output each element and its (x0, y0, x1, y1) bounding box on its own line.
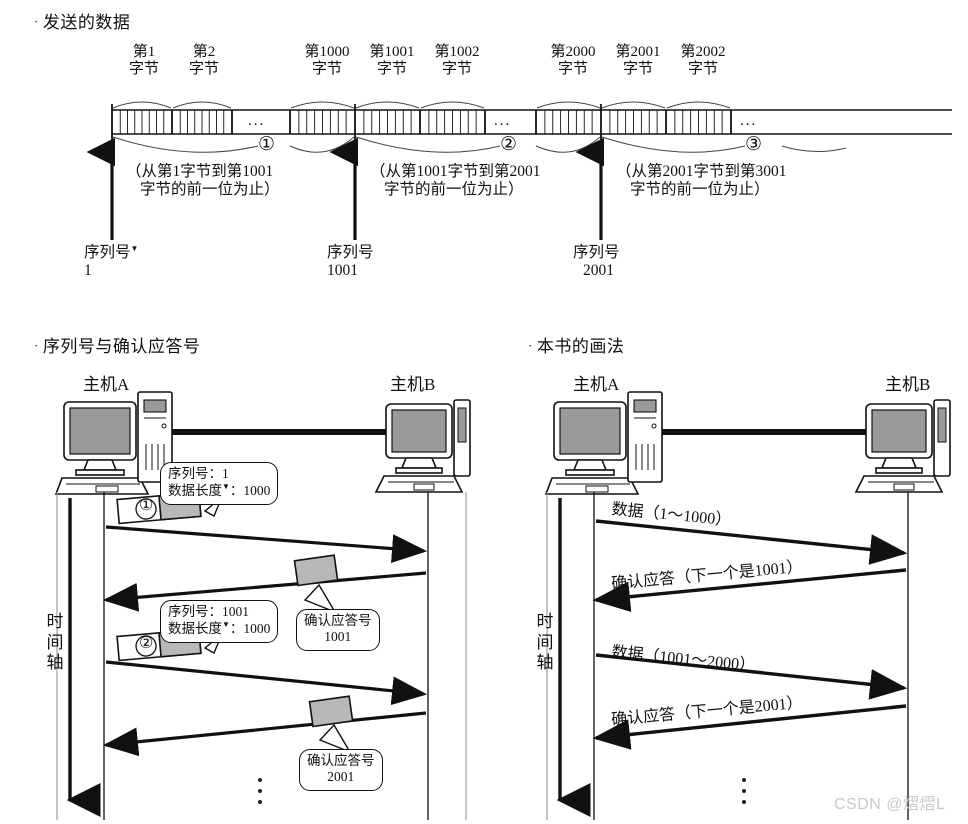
time-axis-char: 轴 (536, 653, 554, 673)
byte-label-top: 第2000 (550, 44, 596, 60)
left-host-b-label: 主机B (390, 375, 436, 394)
seq-number-3: 序列号 2001 (573, 244, 620, 281)
section-title-seq-ack: ·序列号与确认应答号 (34, 332, 200, 357)
byte-label-bottom: 字节 (311, 60, 342, 77)
ack-bubble-value: 2001 (327, 769, 355, 785)
segment-note-line2: 字节的前一位为止） (630, 181, 770, 199)
time-axis-char: 间 (536, 632, 554, 652)
time-axis-char: 轴 (46, 653, 64, 673)
right-continuation-dots (742, 778, 746, 804)
time-axis-char: 时 (46, 612, 64, 631)
left-diagram-canvas (54, 391, 471, 820)
seq-number-2: 序列号 1001 (327, 244, 374, 281)
seq-number-value: 1001 (327, 262, 358, 280)
segment-note-line2: 字节的前一位为止） (384, 181, 524, 199)
segment-marker-1: ① (258, 134, 276, 155)
bubble-len-label: 数据长度 (168, 483, 222, 499)
left-host-a-label: 主机A (83, 375, 130, 394)
segment-note-line2: 字节的前一位为止） (140, 181, 280, 199)
bubble-len-line: 数据长度▼：1000 (168, 482, 270, 499)
section-title-text: 发送的数据 (42, 13, 131, 32)
section-title-text: 本书的画法 (536, 337, 625, 356)
byte-label-b2001: 第2001 字节 (607, 44, 669, 77)
byte-label-b2: 第2 字节 (178, 44, 230, 77)
seq-number-1: 序列号▼ 1 (84, 244, 138, 281)
left-packet-bubble-2: 序列号：1001 数据长度▼：1000 (160, 600, 279, 643)
right-host-b-label: 主机B (885, 375, 931, 394)
left-packet-bubble-1: 序列号：1 数据长度▼：1000 (160, 462, 279, 505)
ack-bubble-value: 1001 (324, 629, 352, 645)
segment-marker-3: ③ (745, 134, 763, 155)
bullet-icon: · (34, 338, 39, 353)
byte-label-top: 第1 (132, 44, 156, 60)
byte-label-top: 第1000 (304, 44, 350, 60)
footnote-triangle-icon: ▼ (222, 620, 230, 630)
seq-number-label: 序列号 (327, 244, 374, 261)
left-continuation-dots (258, 778, 262, 804)
ack-bubble-label: 确认应答号 (304, 613, 372, 628)
segment-note-line1: （从第2001字节到第3001 (616, 163, 787, 180)
watermark: CSDN @熠熠L (834, 796, 946, 813)
bubble-len-value: ：1000 (229, 621, 271, 637)
segment-note-line1: （从第1001字节到第2001 (370, 163, 541, 180)
left-ack-bubble-1: 确认应答号 1001 (296, 609, 380, 651)
byte-ruler-ellipsis-2: ... (494, 113, 512, 129)
byte-label-bottom: 字节 (557, 60, 588, 77)
section-title-book-style: ·本书的画法 (528, 332, 624, 357)
bullet-icon: · (528, 338, 533, 353)
seq-number-label: 序列号 (573, 244, 620, 261)
segment-note-1: （从第1字节到第1001 字节的前一位为止） (126, 163, 280, 200)
bubble-len-value: ：1000 (229, 483, 271, 499)
byte-label-bottom: 字节 (188, 60, 219, 77)
byte-label-top: 第1001 (369, 44, 415, 60)
seq-number-label: 序列号 (84, 244, 131, 261)
byte-label-top: 第2001 (615, 44, 661, 60)
seq-number-label-row: 序列号▼ (84, 244, 138, 262)
right-host-a-label: 主机A (573, 375, 620, 394)
segment-note-3: （从第2001字节到第3001 字节的前一位为止） (616, 163, 787, 200)
right-diagram-canvas (544, 391, 951, 820)
byte-ruler-strip (111, 101, 952, 153)
byte-ruler-ellipsis-1: ... (248, 113, 266, 129)
byte-label-bottom: 字节 (441, 60, 472, 77)
left-packet-marker-2: ② (139, 635, 154, 652)
byte-label-bottom: 字节 (687, 60, 718, 77)
segment-note-line1: （从第1字节到第1001 (126, 163, 274, 180)
byte-ruler-ellipsis-3: ... (740, 113, 758, 129)
footnote-triangle-icon: ▼ (222, 482, 230, 492)
right-time-axis-label: 时 间 轴 (534, 612, 556, 674)
segment-marker-2: ② (500, 134, 518, 155)
byte-label-bottom: 字节 (128, 60, 159, 77)
sequence-pointer-arrows (86, 137, 605, 240)
footnote-triangle-icon: ▼ (130, 244, 139, 253)
section-title-text: 序列号与确认应答号 (42, 337, 201, 356)
byte-label-b1001: 第1001 字节 (361, 44, 423, 77)
byte-label-bottom: 字节 (376, 60, 407, 77)
time-axis-char: 时 (536, 612, 554, 631)
segment-note-2: （从第1001字节到第2001 字节的前一位为止） (370, 163, 541, 200)
bubble-len-label: 数据长度 (168, 621, 222, 637)
byte-label-b2000: 第2000 字节 (542, 44, 604, 77)
byte-label-b1002: 第1002 字节 (426, 44, 488, 77)
byte-label-b2002: 第2002 字节 (672, 44, 734, 77)
bullet-icon: · (34, 14, 39, 29)
byte-label-b1000: 第1000 字节 (296, 44, 358, 77)
time-axis-char: 间 (46, 632, 64, 652)
seq-number-value: 2001 (583, 262, 614, 280)
left-packet-marker-1: ① (139, 497, 154, 514)
byte-label-top: 第1002 (434, 44, 480, 60)
byte-label-bottom: 字节 (622, 60, 653, 77)
seq-number-value: 1 (84, 262, 92, 280)
bubble-seq-line: 序列号：1001 (168, 604, 249, 619)
bubble-len-line: 数据长度▼：1000 (168, 620, 270, 637)
ack-bubble-label: 确认应答号 (307, 753, 375, 768)
byte-label-top: 第2002 (680, 44, 726, 60)
bubble-seq-line: 序列号：1 (168, 466, 229, 481)
byte-label-top: 第2 (192, 44, 216, 60)
left-time-axis-label: 时 间 轴 (44, 612, 66, 674)
byte-label-b1: 第1 字节 (118, 44, 170, 77)
left-ack-bubble-2: 确认应答号 2001 (299, 749, 383, 791)
section-title-sent-data: ·发送的数据 (34, 8, 130, 33)
